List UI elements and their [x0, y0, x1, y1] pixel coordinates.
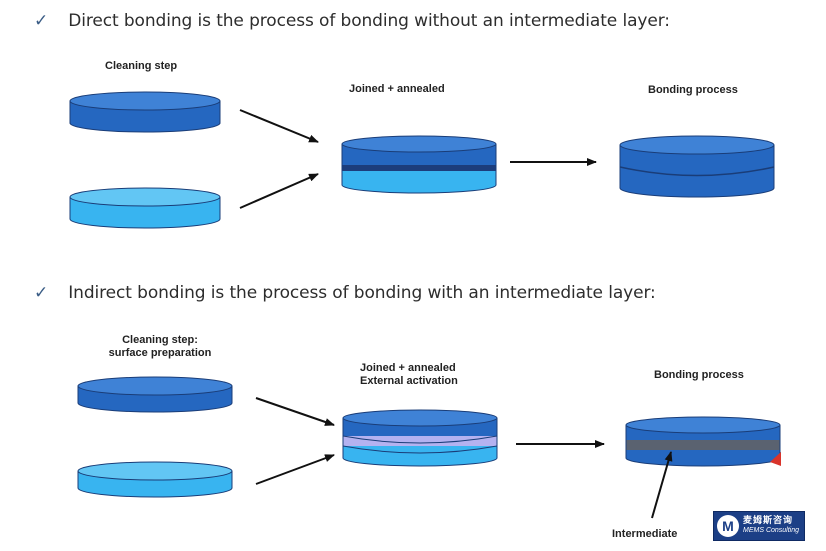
- wafer-stack-bonded-intermediate: [625, 416, 781, 467]
- label-intermediate: Intermediate: [612, 528, 678, 540]
- check-icon: ✓: [34, 282, 49, 303]
- wafer-stack-joined: [341, 135, 497, 194]
- arrow-icon: [255, 397, 335, 426]
- logo-en-text: MEMS Consulting: [743, 527, 800, 534]
- label-bonding-process: Bonding process: [648, 84, 738, 96]
- label-joined-external-activation: Joined + annealed External activation: [360, 362, 458, 388]
- red-accent-mark: [770, 452, 781, 466]
- pointer-arrow-icon: [651, 451, 673, 519]
- label-cleaning-surface-prep: Cleaning step: surface preparation: [90, 334, 230, 360]
- label-cleaning-step: Cleaning step: [105, 60, 178, 72]
- bullet-text: Direct bonding is the process of bonding…: [68, 11, 670, 31]
- logo-badge: M: [717, 515, 739, 537]
- bullet-indirect-bonding: ✓ Indirect bonding is the process of bon…: [34, 283, 656, 303]
- wafer-light: [77, 461, 233, 498]
- label-line: External activation: [360, 375, 458, 387]
- mems-consulting-logo: M 麦姆斯咨询 MEMS Consulting: [713, 511, 805, 541]
- label-line: surface preparation: [108, 347, 212, 359]
- wafer-dark: [77, 376, 233, 413]
- bullet-direct-bonding: ✓ Direct bonding is the process of bondi…: [34, 11, 670, 31]
- logo-cn-text: 麦姆斯咨询: [743, 516, 794, 526]
- bullet-text: Indirect bonding is the process of bondi…: [68, 283, 656, 303]
- wafer-stack-joined-intermediate: [342, 409, 498, 467]
- wafer-stack-bonded: [619, 135, 775, 198]
- arrow-icon: [255, 454, 335, 485]
- check-icon: ✓: [34, 10, 49, 31]
- label-joined-annealed: Joined + annealed: [349, 83, 445, 95]
- wafer-light: [69, 187, 221, 229]
- label-line: Cleaning step:: [122, 334, 198, 346]
- logo-text: 麦姆斯咨询 MEMS Consulting: [743, 516, 799, 536]
- label-bonding-process: Bonding process: [654, 369, 744, 381]
- arrow-icon: [239, 173, 319, 209]
- arrow-icon: [239, 109, 319, 143]
- wafer-dark: [69, 91, 221, 133]
- label-line: Joined + annealed: [360, 362, 456, 374]
